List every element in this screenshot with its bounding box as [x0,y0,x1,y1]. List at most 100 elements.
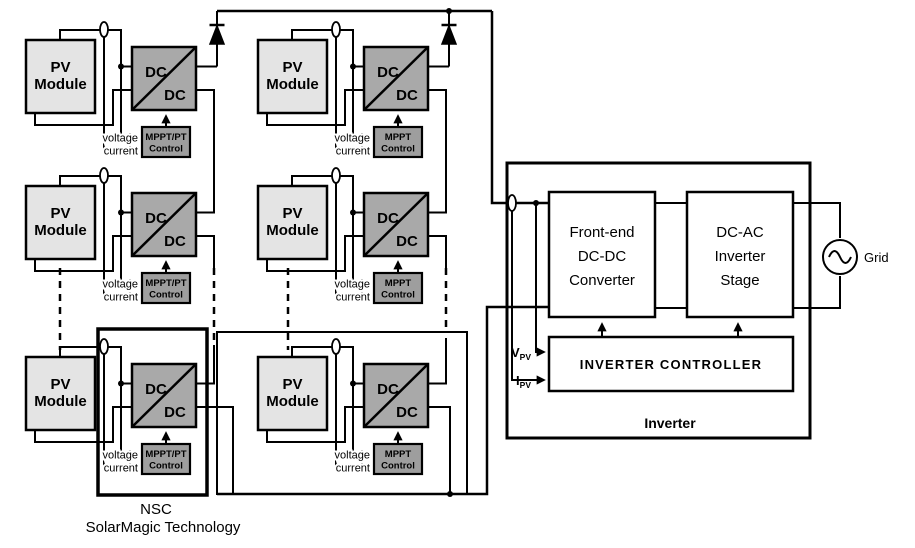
nsc-caption: NSC [140,501,172,518]
junction-dot [533,200,539,206]
junction-dot [350,63,356,70]
junction-dot [118,380,124,387]
dc-ac-label: Stage [720,272,759,289]
mppt-label: Control [381,290,415,301]
mppt-label: MPPT [385,278,412,289]
converter-diagonal [131,46,197,111]
current-sensor-icon [331,167,341,184]
pv-module-label: Module [266,393,319,410]
current-sensor-icon [99,338,109,355]
pv-unit: PV Module DC DC MPPT/PT Control voltage … [24,167,198,306]
dc-label: DC [145,210,167,227]
current-sensor-icon [331,21,341,38]
voltage-sense-wire [120,66,139,143]
solarmagic-caption: SolarMagic Technology [86,519,241,536]
mppt-label: MPPT/PT [145,278,186,289]
current-sensor-icon [507,194,517,212]
pv-unit: PV Module DC DC MPPT Control voltage cur… [256,21,430,160]
vpv-label: VPV [511,345,531,362]
junction-dot [350,209,356,216]
inverter-controller-box [547,335,795,393]
inverter-outer-box [505,161,812,440]
mppt-label: Control [149,290,183,301]
string2-series-link [428,89,447,214]
pv-module-box [24,184,97,261]
diode-icon [440,23,458,45]
nsc-solarmagic-box [96,327,209,497]
pv-positive-wire [59,175,132,214]
current-sense-wire [103,37,139,156]
mppt-control-box [140,125,192,159]
dc-label: DC [164,404,186,421]
current-label: current [104,463,138,475]
voltage-label: voltage [335,133,370,145]
ipv-subscript: PV [520,380,532,390]
dc-label: DC [164,233,186,250]
voltage-sense-wire [352,212,371,289]
current-sense-wire [335,37,371,156]
pv-module-label: Module [266,76,319,93]
grid-wire [793,202,841,238]
dc-ac-label: DC-AC [716,224,764,241]
mppt-label: Control [381,461,415,472]
mppt-label: MPPT [385,449,412,460]
pv-negative-wire [34,89,132,126]
pv-module-label: Module [266,222,319,239]
voltage-sense-wire [120,383,139,460]
junction-dot [350,380,356,387]
mppt-control-box [140,442,192,476]
current-sensor-icon [331,338,341,355]
converter-diagonal [363,363,429,428]
current-label: current [104,146,138,158]
pv-module-box [256,38,329,115]
pv-negative-wire [266,89,364,126]
voltage-label: voltage [335,450,370,462]
voltage-label: voltage [103,279,138,291]
string1-return-wire [196,406,234,494]
dc-ac-label: Inverter [715,248,766,265]
mppt-control-box [372,125,424,159]
pv-module-box [256,184,329,261]
mppt-label: MPPT/PT [145,132,186,143]
current-label: current [336,292,370,304]
pv-module-label: PV [50,205,70,222]
converter-diagonal [131,363,197,428]
inverter-controller-label: INVERTER CONTROLLER [580,357,762,372]
voltage-label: voltage [103,133,138,145]
pv-module-label: PV [50,59,70,76]
mppt-label: Control [381,144,415,155]
vpv-subscript: PV [520,352,532,362]
string2-series-link [428,338,447,385]
pv-unit: PV Module DC DC MPPT Control voltage cur… [256,167,430,306]
mppt-label: MPPT/PT [145,449,186,460]
dc-label: DC [396,404,418,421]
current-sense-wire [335,183,371,302]
string-wiring [58,8,549,497]
pv-module-label: PV [282,59,302,76]
vpv-symbol: V [511,345,520,360]
voltage-label: voltage [103,450,138,462]
unit-outline-box [216,331,468,495]
converter-diagonal [131,192,197,257]
pv-positive-wire [291,175,364,214]
mppt-control-box [372,442,424,476]
pv-module-box [256,355,329,432]
sine-wave-icon [828,250,852,264]
current-sense-wire [335,354,371,473]
pv-positive-wire [291,346,364,385]
dc-label: DC [377,381,399,398]
voltage-sense-wire [352,383,371,460]
pv-negative-wire [266,406,364,443]
string1-series-link [196,89,215,214]
pv-positive-wire [291,29,364,68]
pv-module-label: Module [34,76,87,93]
pv-unit: PV Module DC DC MPPT Control voltage cur… [256,338,430,477]
inverter-supply-wire [490,11,549,205]
pv-negative-wire [34,406,132,443]
pv-module-label: Module [34,222,87,239]
pv-module-label: PV [50,376,70,393]
ipv-symbol: I [516,373,520,388]
pv-unit: PV Module DC DC MPPT/PT Control voltage … [24,21,198,160]
ipv-sense-wire [511,211,546,385]
